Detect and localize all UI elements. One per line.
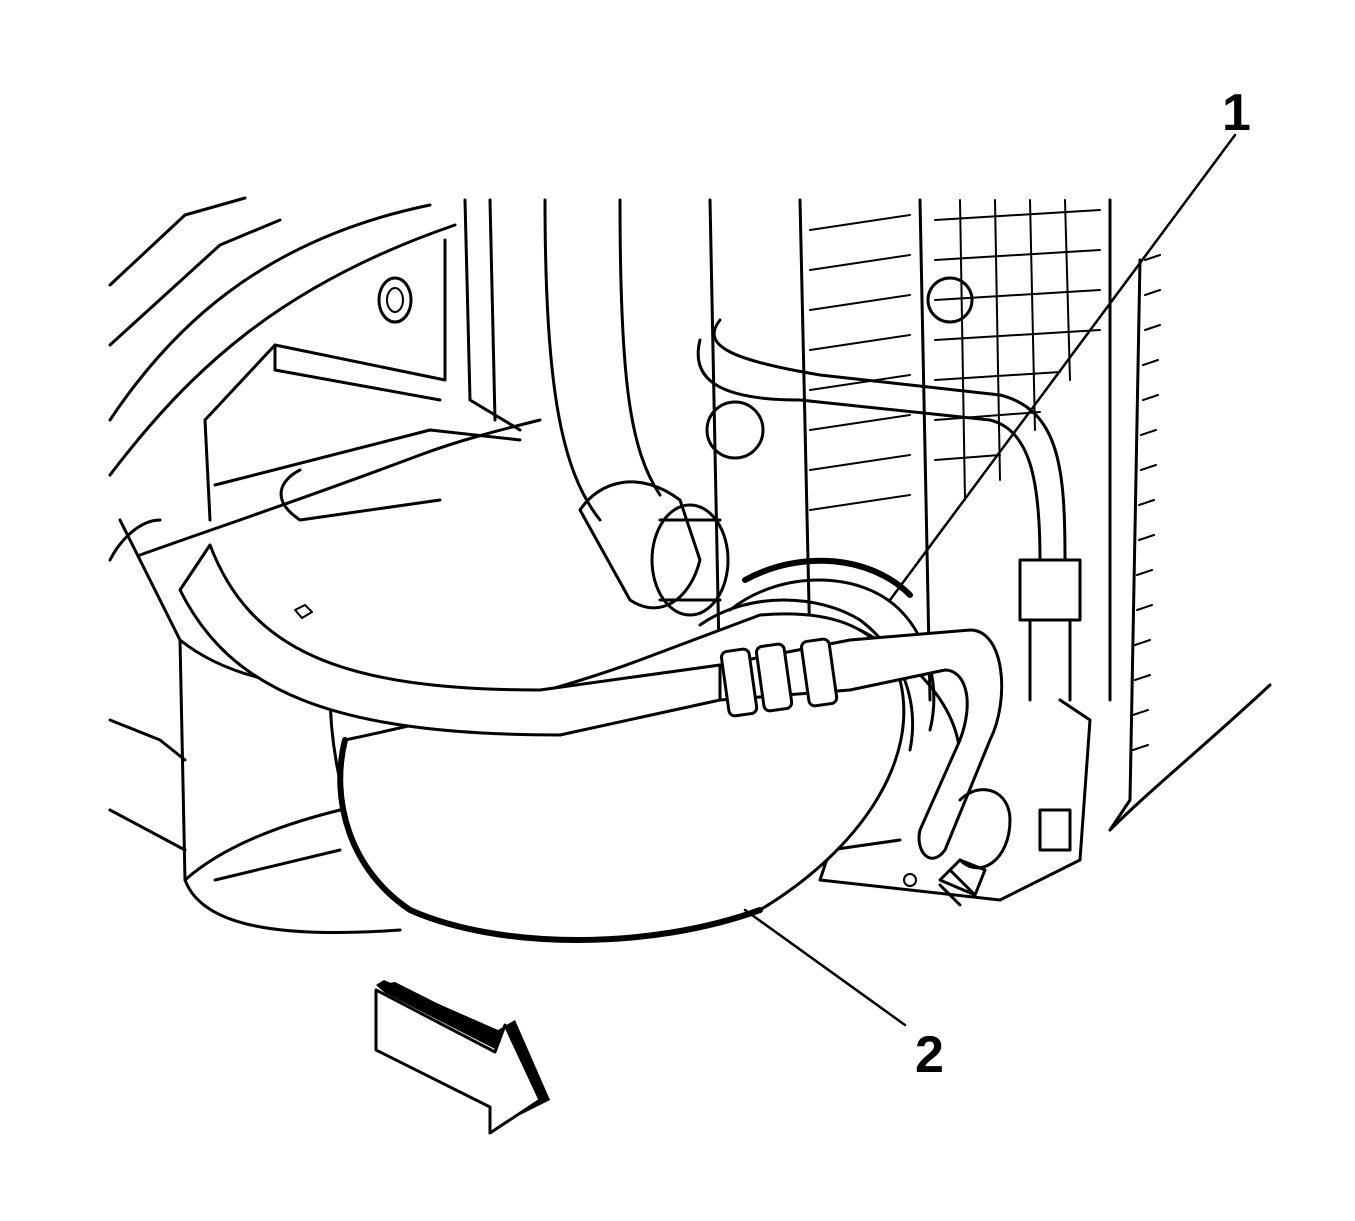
accumulator-canister: [337, 557, 962, 943]
radiator-grid: [708, 198, 1112, 702]
callout-1-leader: [888, 133, 1237, 602]
lower-refrigerant-line: [178, 543, 1012, 907]
callout-2-label: 2: [915, 1026, 944, 1084]
callout-2-leader: [743, 908, 907, 1027]
callout-1-label: 1: [1222, 84, 1251, 142]
front-direction-arrow-icon: [374, 980, 550, 1135]
left-body-panel: [108, 196, 457, 852]
leader-lines: [743, 133, 1237, 1027]
vertical-hose: [543, 198, 730, 617]
radiator-edge: [1108, 254, 1272, 832]
upper-refrigerant-line: [696, 318, 1082, 702]
rear-bracket-frame: [203, 198, 522, 522]
